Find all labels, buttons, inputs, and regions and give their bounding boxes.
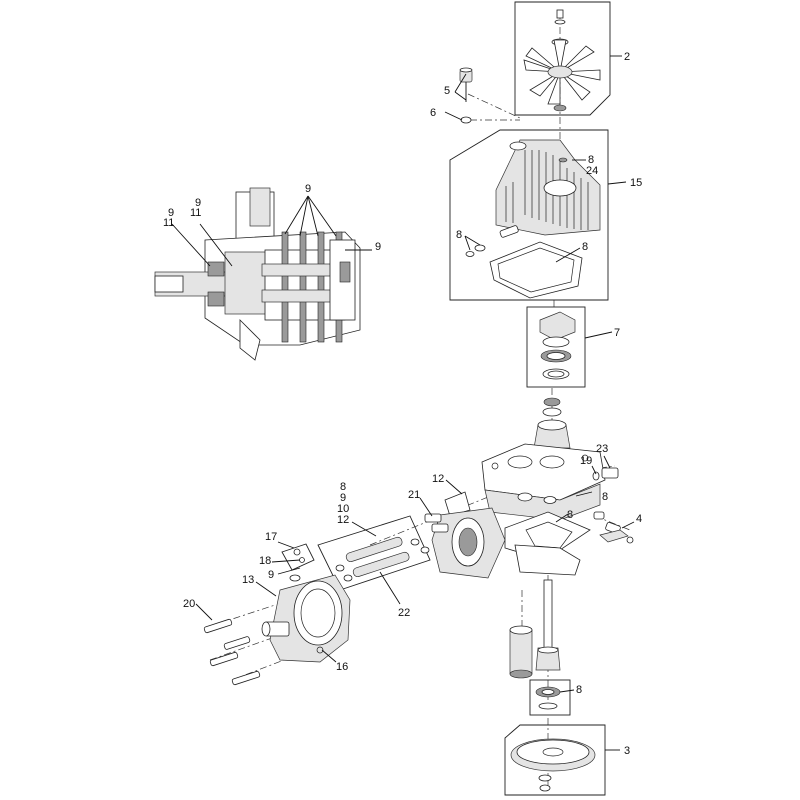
callout-label: 3 — [624, 745, 630, 757]
mounting-bolts — [203, 618, 261, 686]
callout-label: 11 — [190, 207, 201, 219]
callout-label: 4 — [636, 513, 642, 525]
callout-label: 24 — [586, 165, 598, 177]
callout-label: 6 — [430, 107, 436, 119]
callout-label: 12 — [432, 473, 444, 485]
section-view — [154, 187, 361, 361]
gasket-icon — [489, 241, 583, 299]
callout-label: 8 — [582, 241, 588, 253]
housing-cover-assembly — [449, 129, 609, 301]
cover-callout-box — [449, 129, 609, 301]
callout-label: 8 — [576, 684, 582, 696]
callout-label: 13 — [242, 574, 254, 586]
fan-callout-box — [514, 1, 611, 116]
pulley-callout-box — [504, 724, 606, 796]
callout-label: 17 — [265, 531, 277, 543]
callout-label: 12 — [337, 514, 349, 526]
callout-label: 20 — [183, 598, 195, 610]
callout-label: 19 — [580, 455, 592, 467]
bearing-kit — [526, 306, 586, 388]
piston-kit-callout-box — [317, 515, 431, 591]
callout-label: 21 — [408, 489, 420, 501]
motor-housing — [261, 543, 351, 663]
lower-bearing — [529, 679, 571, 716]
callout-label: 16 — [336, 661, 348, 673]
fill-plug-assembly — [459, 67, 473, 124]
callout-label: 7 — [614, 327, 620, 339]
callout-label: 8 — [602, 491, 608, 503]
callout-label: 8 — [588, 154, 594, 166]
callout-label: 9 — [305, 183, 311, 195]
callout-labels: 2 5 6 8 24 15 8 8 7 9 9 11 9 11 9 23 19 … — [163, 51, 642, 757]
callout-label: 9 — [268, 569, 274, 581]
piston-kit — [317, 515, 431, 591]
callout-label: 23 — [596, 443, 608, 455]
callout-label: 2 — [624, 51, 630, 63]
pump-block — [424, 491, 506, 579]
callout-label: 11 — [163, 217, 174, 229]
callout-label: 22 — [398, 607, 410, 619]
callout-label: 8 — [567, 509, 573, 521]
callout-label: 9 — [195, 197, 201, 209]
center-axis — [204, 12, 631, 790]
callout-label: 9 — [168, 207, 174, 219]
pulley-assembly — [504, 724, 606, 796]
fan-blades-icon — [523, 39, 601, 105]
fan-assembly — [514, 1, 611, 116]
callout-label: 8 — [456, 229, 462, 241]
callout-label: 9 — [340, 492, 346, 504]
callout-label: 8 — [340, 481, 346, 493]
callout-label: 10 — [337, 503, 349, 515]
callout-label: 5 — [444, 85, 450, 97]
bearing-callout-box — [526, 306, 586, 388]
lower-bearing-callout-box — [529, 679, 571, 716]
callout-label: 15 — [630, 177, 642, 189]
leader-lines — [171, 55, 635, 751]
callout-label: 18 — [259, 555, 271, 567]
center-housing — [481, 397, 634, 576]
shaft-and-filter — [509, 579, 561, 679]
callout-label: 9 — [375, 241, 381, 253]
